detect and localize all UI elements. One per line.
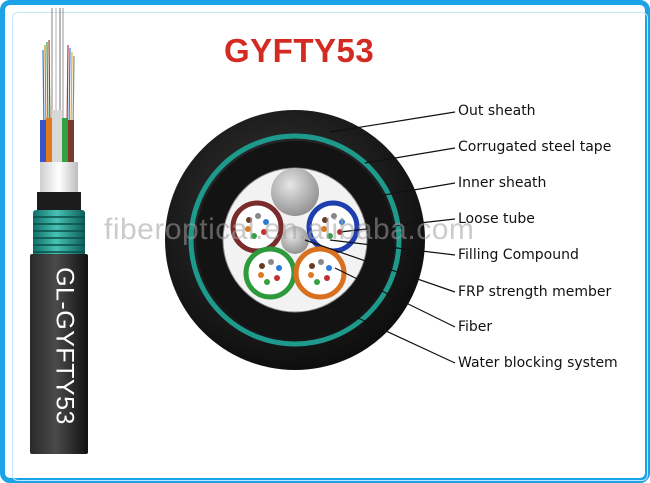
cable-center-member <box>52 110 62 180</box>
label-fiber: Fiber <box>458 319 493 335</box>
leader-fiber <box>334 267 456 328</box>
cable-tube-orange <box>46 118 52 180</box>
leader-corrugated-steel-tape <box>364 147 456 164</box>
loose-tube-orange <box>293 246 347 300</box>
diagram-title: GYFTY53 <box>224 32 375 69</box>
label-inner-sheath: Inner sheath <box>458 175 547 191</box>
leader-inner-sheath <box>377 182 456 197</box>
cable-tube-brown <box>68 120 74 180</box>
steel-tape-ring <box>188 133 402 347</box>
cable-side-view <box>30 8 88 454</box>
label-filling-compound: Filling Compound <box>458 247 579 263</box>
label-out-sheath: Out sheath <box>458 103 536 119</box>
leader-water-blocking-system <box>329 304 456 364</box>
label-corrugated-steel-tape: Corrugated steel tape <box>458 139 612 155</box>
label-water-blocking-system: Water blocking system <box>458 355 618 371</box>
leader-filling-compound <box>329 239 456 256</box>
label-loose-tube: Loose tube <box>458 211 535 227</box>
leader-loose-tube <box>339 218 456 233</box>
leader-frp-strength-member <box>304 239 456 293</box>
filler-rod-top <box>271 168 319 216</box>
watermark-text: fiberoptical.en.alibaba.com <box>104 213 475 246</box>
cable-tube-blue <box>40 120 46 180</box>
cable-fiber-strands <box>42 8 75 131</box>
cable-outer-sheath <box>30 254 88 454</box>
loose-tube-green <box>243 246 297 300</box>
frp-strength-member <box>281 226 309 254</box>
cable-model-text: GL-GYFTY53 <box>50 267 79 425</box>
loose-tube-brown <box>230 200 284 254</box>
image-frame-inner <box>12 12 648 481</box>
cable-inner-black-layer <box>37 192 81 214</box>
cable-corrugated-tape <box>33 210 85 258</box>
label-frp-strength-member: FRP strength member <box>458 284 612 300</box>
cable-cross-section <box>165 110 425 370</box>
leader-out-sheath <box>329 111 456 133</box>
leader-lines <box>304 111 456 364</box>
cable-tube-green <box>62 118 68 180</box>
